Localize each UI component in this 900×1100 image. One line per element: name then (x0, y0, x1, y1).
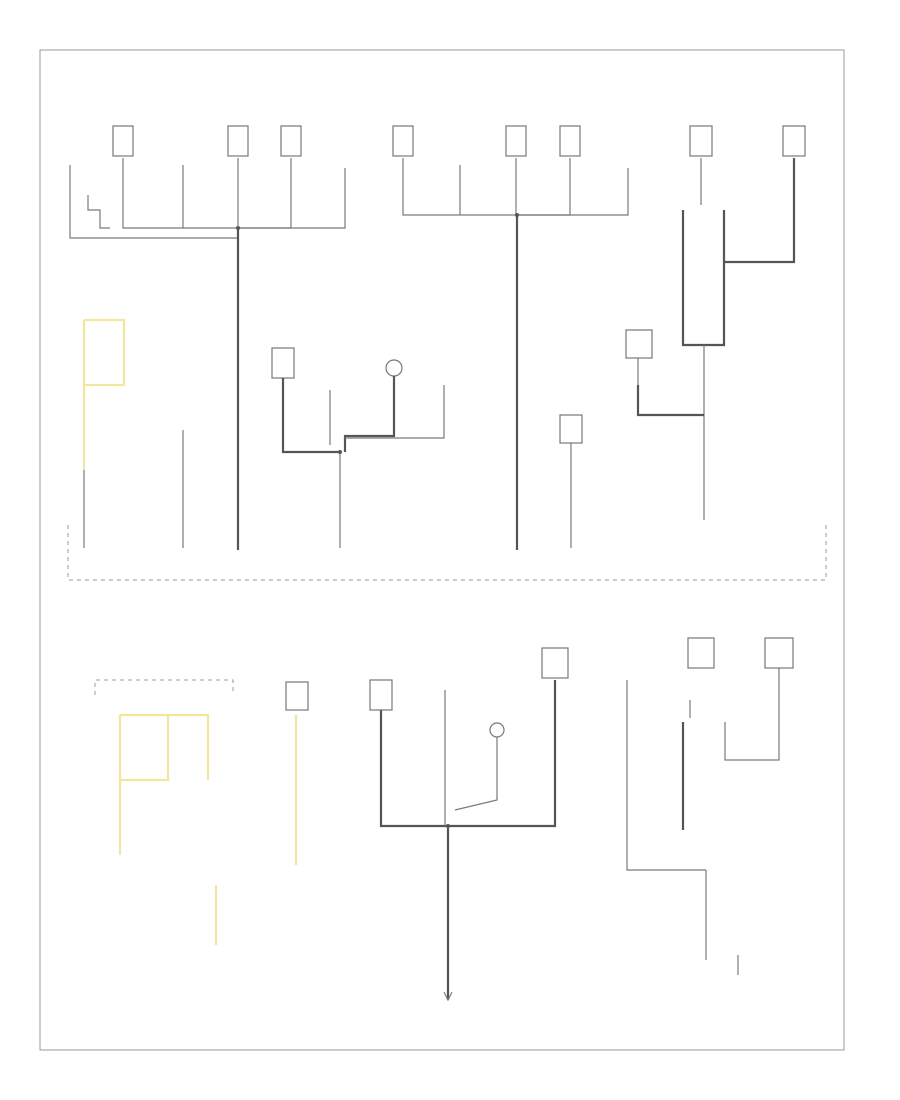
right-middle-component (559, 414, 583, 548)
component-connector-8 (782, 125, 806, 157)
component-connector-16 (764, 637, 794, 669)
left-lamp-circuit (82, 318, 184, 548)
upper-section-border (67, 525, 827, 581)
component-connector-9 (625, 329, 653, 359)
center-ground-bus (402, 158, 629, 550)
component-connector-15 (687, 637, 715, 669)
top-row-components (112, 125, 806, 157)
diagram-frame (39, 49, 845, 1051)
component-connector-6 (559, 125, 581, 157)
middle-component-cluster (271, 347, 445, 548)
lower-left-circuit (94, 679, 234, 945)
lower-center-ground-bus (369, 647, 569, 1002)
lower-center-left-circuit (285, 681, 309, 865)
bulb-symbol-1 (385, 359, 403, 377)
lower-right-ground-bus (626, 637, 794, 975)
component-connector-5 (505, 125, 527, 157)
component-connector-12 (285, 681, 309, 711)
component-connector-14 (541, 647, 569, 679)
component-connector-13 (369, 679, 393, 711)
bulb-symbol-2 (489, 722, 505, 738)
component-connector-7 (689, 125, 713, 157)
component-connector-4 (392, 125, 414, 157)
right-ground-bus (625, 158, 796, 520)
component-connector-3 (280, 125, 302, 157)
component-connector-11 (559, 414, 583, 444)
left-ground-bus (69, 158, 346, 550)
component-connector-10 (271, 347, 295, 379)
component-connector-1 (112, 125, 134, 157)
component-connector-2 (227, 125, 249, 157)
